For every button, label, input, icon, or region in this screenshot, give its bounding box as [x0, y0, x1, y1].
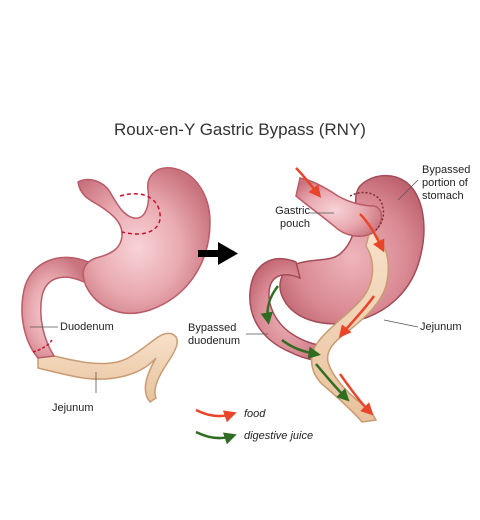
cut-line-duodenum: [32, 339, 53, 353]
food-arrow-entry: [295, 167, 322, 198]
legend-food-arrow: [195, 408, 237, 423]
jejunum-right-leader: [383, 319, 419, 328]
food-arrow-jejunum: [338, 295, 376, 338]
label-bypassed-stomach-line1: Bypassed: [422, 164, 471, 176]
label-bypassed-stomach-line3: stomach: [422, 190, 464, 202]
stomach-left-shape: [77, 167, 211, 315]
normal-anatomy: [21, 167, 211, 403]
label-gastric-pouch-line1: Gastric: [275, 205, 310, 217]
cut-line-stomach: [119, 193, 161, 235]
food-arrow-exit: [338, 373, 374, 416]
label-bypassed-duodenum-line1: Bypassed: [188, 322, 237, 334]
label-bypassed-stomach: Bypassed portion of stomach: [422, 164, 470, 203]
juice-arrow-duodenum-down: [260, 285, 279, 325]
duodenum-left-shape: [21, 256, 89, 359]
legend-juice-label: digestive juice: [244, 430, 314, 442]
label-bypassed-duodenum: Bypassed duodenum: [188, 322, 240, 348]
label-jejunum-right: Jejunum: [420, 321, 462, 333]
legend-food-label: food: [244, 408, 266, 420]
label-bypassed-stomach-line2: portion of: [422, 177, 468, 189]
legend: [195, 408, 237, 445]
staple-line: [349, 191, 385, 231]
legend-juice-arrow: [195, 430, 237, 445]
label-duodenum: Duodenum: [60, 321, 114, 333]
food-arrow-pouch: [359, 213, 385, 253]
diagram-title: Roux-en-Y Gastric Bypass (RNY): [114, 120, 366, 139]
jejunum-left-shape: [37, 332, 178, 403]
label-bypassed-duodenum-line2: duodenum: [188, 335, 240, 347]
label-gastric-pouch-line2: pouch: [280, 218, 310, 230]
rny-anatomy: [246, 167, 425, 423]
bypassed-stomach-leader: [397, 179, 419, 201]
label-jejunum-left: Jejunum: [52, 402, 94, 414]
label-gastric-pouch: Gastric pouch: [270, 205, 310, 231]
juice-arrow-duodenum-across: [281, 339, 321, 359]
transition-arrow: [198, 242, 238, 265]
juice-arrow-junction: [315, 363, 350, 402]
